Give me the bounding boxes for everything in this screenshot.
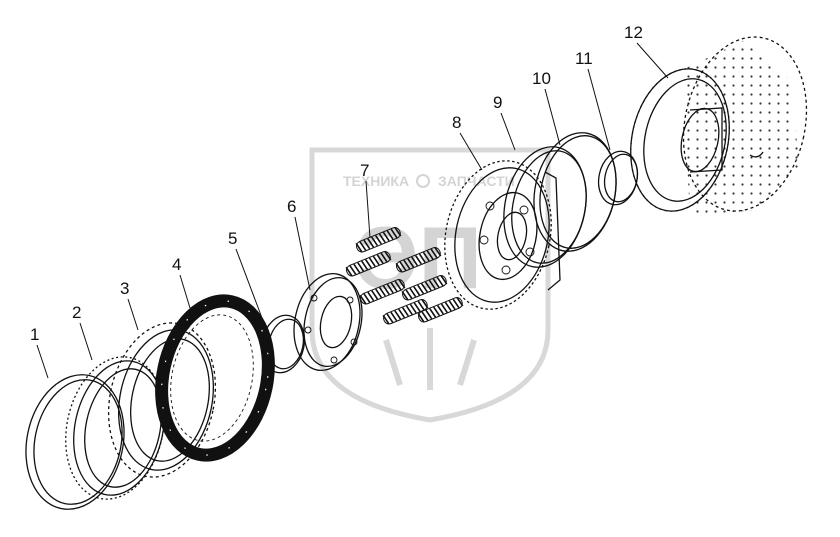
gear-icon (416, 174, 430, 188)
leader-line-3 (127, 298, 139, 331)
part-label-6: 6 (287, 197, 296, 216)
part-label-9: 9 (493, 93, 502, 112)
part-12-clutch-drum (630, 36, 808, 215)
part-5-retaining-ring (260, 314, 306, 374)
leader-line-12 (636, 42, 669, 79)
part-label-7: 7 (360, 161, 369, 180)
leader-line-2 (79, 322, 93, 361)
leader-line-7 (365, 180, 371, 239)
spring (359, 279, 406, 305)
spring (382, 299, 429, 325)
part-8-piston (444, 160, 561, 310)
wheat-icon (383, 328, 477, 390)
spring (345, 251, 392, 277)
part-9-seal-ring (503, 146, 587, 268)
leader-line-4 (179, 274, 191, 309)
leader-line-1 (36, 344, 49, 379)
part-label-10: 10 (532, 69, 551, 88)
part-2-pressure-plate (65, 356, 165, 500)
part-label-1: 1 (30, 325, 39, 344)
leader-line-8 (459, 132, 483, 171)
watermark-text-left: ТЕХНИКА (343, 173, 409, 189)
part-1-snap-ring (25, 374, 125, 510)
leader-line-6 (294, 216, 311, 291)
spring (395, 247, 442, 273)
part-6-spring-retainer (293, 272, 363, 372)
spring (417, 297, 464, 323)
part-7-springs (345, 227, 464, 325)
part-4-friction-disc (155, 294, 275, 462)
spring (355, 227, 402, 253)
leader-line-9 (500, 112, 516, 151)
spring (401, 275, 448, 301)
part-label-12: 12 (624, 23, 643, 42)
part-label-8: 8 (452, 113, 461, 132)
leader-line-10 (544, 88, 561, 146)
part-label-3: 3 (120, 279, 129, 298)
leader-line-5 (235, 248, 263, 319)
part-label-5: 5 (228, 229, 237, 248)
leader-line-11 (587, 68, 611, 151)
part-label-2: 2 (72, 303, 81, 322)
watermark: ТЕХНИКА ЗАПЧАСТИ ЭП (309, 147, 551, 423)
part-label-11: 11 (575, 49, 593, 68)
part-label-4: 4 (172, 255, 181, 274)
watermark-text-right: ЗАПЧАСТИ (438, 173, 515, 189)
